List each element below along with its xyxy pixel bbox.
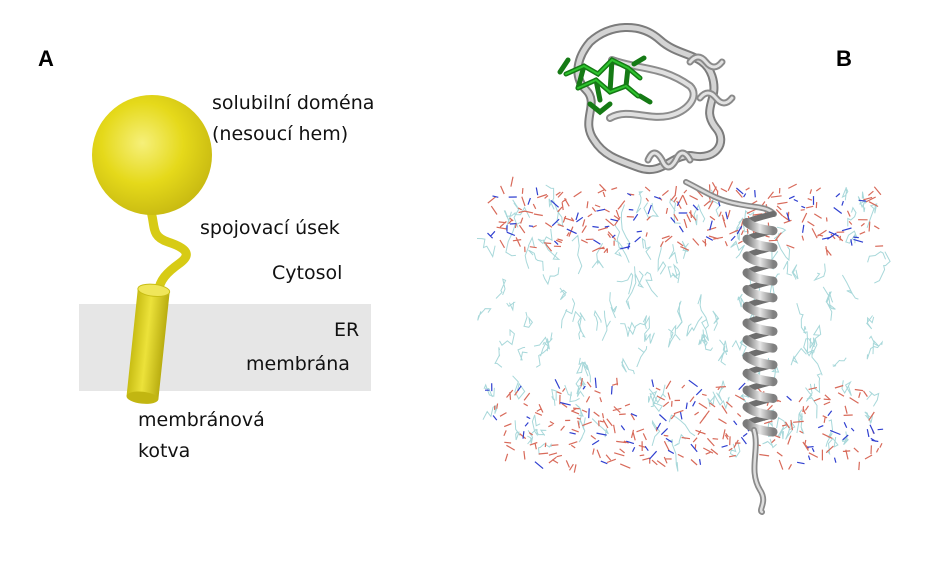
helix-turn-front: [742, 419, 778, 437]
helix-turn-front: [742, 301, 778, 320]
linker-segment: [145, 203, 191, 297]
helix-turn-front: [742, 385, 778, 403]
soluble-domain-label-line2: (nesoucí hem): [212, 123, 348, 145]
helix-turn-front: [742, 402, 778, 420]
helix-turn-front: [742, 284, 778, 303]
panel-a-label: A: [38, 46, 54, 71]
heme-group-highlight: [565, 58, 641, 97]
helix-turn-front: [742, 217, 778, 236]
er-label: ER: [334, 319, 359, 341]
membrane-anchor-cylinder: [126, 283, 171, 404]
helix-turn-front: [742, 251, 778, 269]
transmembrane-helix: [742, 211, 778, 437]
soluble-domain-label-line1: solubilní doména: [212, 92, 374, 114]
helix-turn-front: [742, 318, 778, 336]
er-membrane-band: [79, 304, 371, 391]
anchor-label-line2: kotva: [138, 440, 190, 462]
cytosol-label: Cytosol: [272, 262, 342, 284]
lipid-head-blue: [485, 377, 884, 470]
helix-turn-front: [742, 268, 778, 286]
membrane-label: membrána: [246, 353, 350, 375]
panel-a: A solubilní doména (nesoucí hem) spojova…: [38, 46, 374, 462]
linker-label: spojovací úsek: [200, 217, 340, 239]
panel-b: B: [476, 23, 891, 515]
lipid-head-red: [487, 176, 884, 256]
lipid-head-blue: [487, 187, 867, 250]
lipid-headgroups: [485, 176, 884, 473]
lipid-bilayer: [476, 176, 891, 473]
helix-turn-front: [742, 352, 778, 370]
helix-turn-front: [742, 234, 778, 253]
lipid-tail-strands: [476, 184, 891, 472]
helix-turn-front: [742, 335, 778, 353]
lipid-tails: [476, 184, 891, 472]
anchor-label-line1: membránová: [138, 409, 265, 431]
helix-turn-front: [742, 368, 778, 387]
panel-b-label: B: [836, 46, 852, 71]
soluble-domain-sphere: [92, 95, 212, 215]
